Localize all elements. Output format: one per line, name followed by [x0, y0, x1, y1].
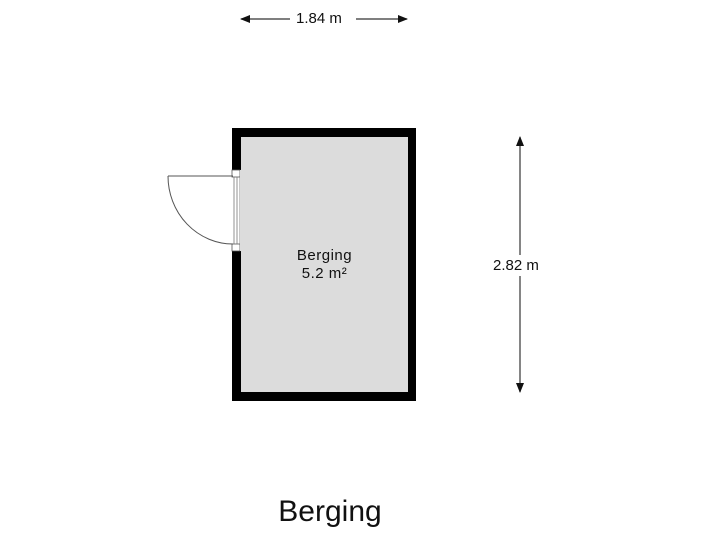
room-name-label: Berging: [296, 247, 353, 264]
height-dimension-label: 2.82 m: [493, 257, 539, 275]
width-dimension-label: 1.84 m: [296, 10, 342, 28]
floorplan-title: Berging: [278, 495, 382, 528]
door-swing-arc: [167, 175, 234, 245]
room-floor: [241, 137, 408, 392]
room-area-label: 5.2 m²: [301, 265, 348, 282]
door: [167, 169, 242, 252]
